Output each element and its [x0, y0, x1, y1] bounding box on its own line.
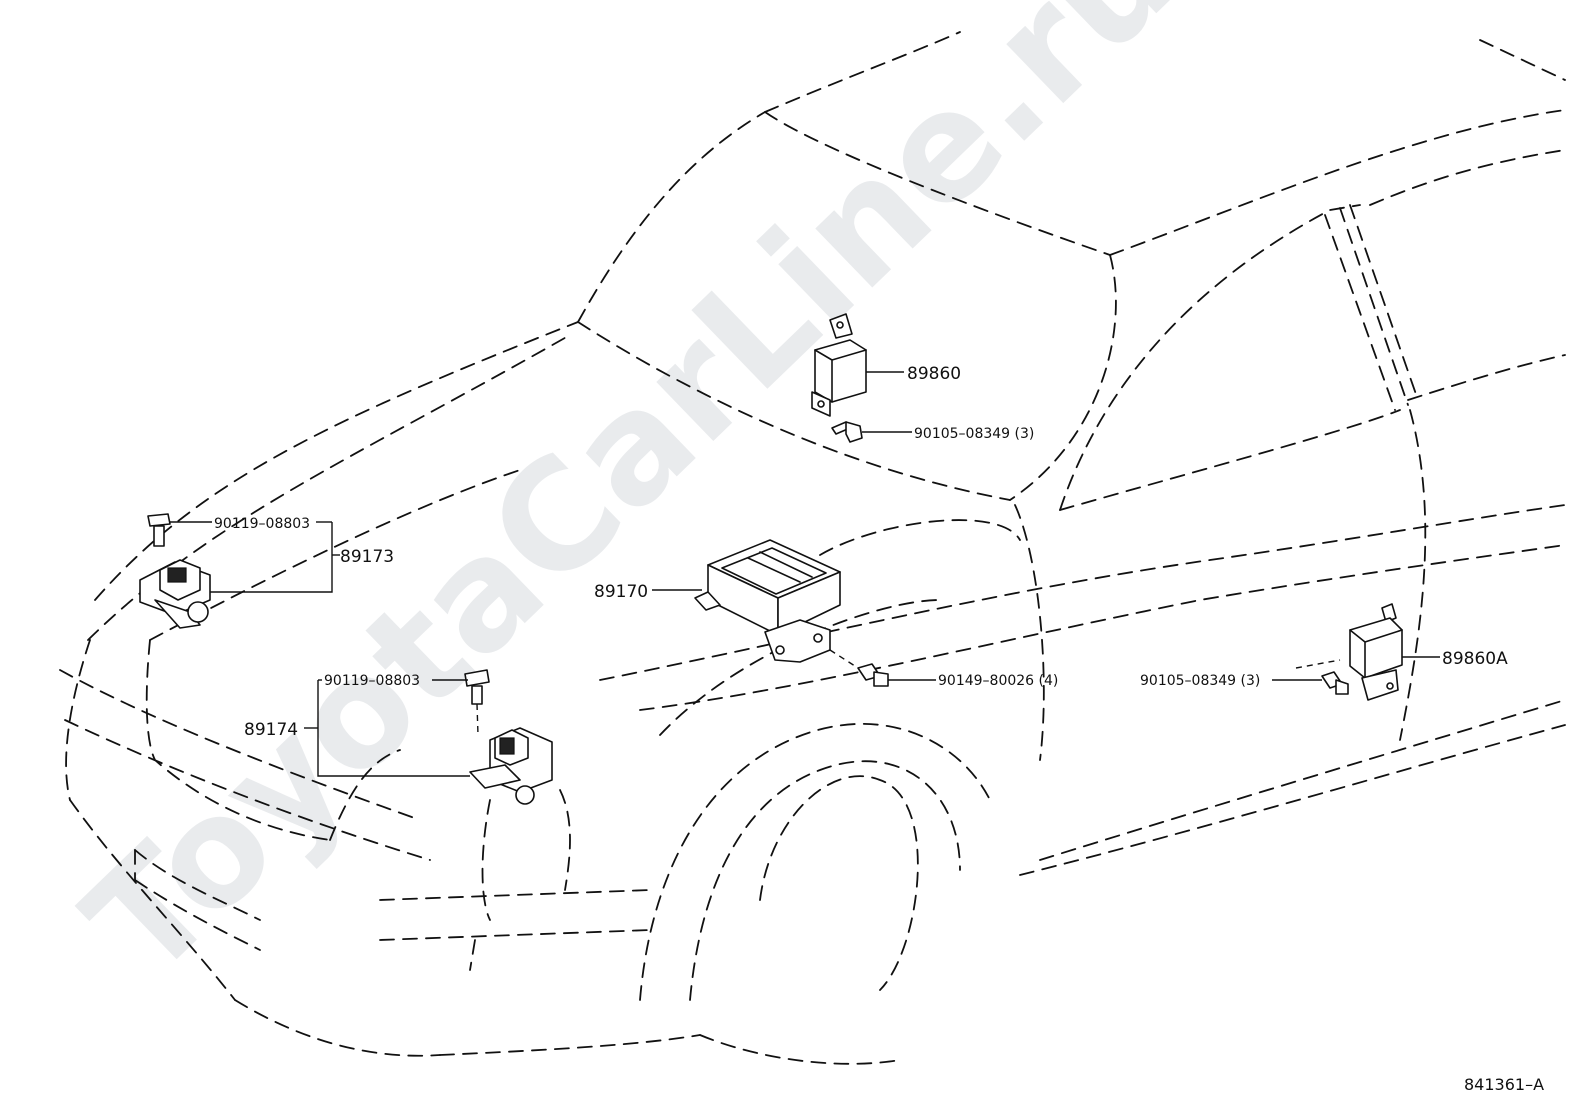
leader-lines	[170, 371, 1440, 777]
part-labels: 89860 90105–08349 (3) 90119–08803 89173 …	[214, 364, 1508, 740]
bolt-90105-upper[interactable]	[831, 421, 863, 443]
part-89860[interactable]	[811, 313, 867, 417]
label-89860A[interactable]: 89860A	[1442, 649, 1508, 669]
label-89173[interactable]: 89173	[340, 547, 394, 567]
part-89860A[interactable]	[1349, 603, 1403, 701]
part-89174[interactable]	[469, 727, 553, 805]
diagram-reference-number: 841361–A	[1464, 1075, 1544, 1094]
part-89173[interactable]	[139, 559, 211, 629]
bolt-90105-right[interactable]	[1321, 671, 1349, 695]
car-outline	[59, 31, 1566, 1065]
label-89174[interactable]: 89174	[244, 720, 298, 740]
watermark-text: ToyotaCarLine.ru	[54, 0, 1209, 1011]
label-90149[interactable]: 90149–80026 (4)	[938, 673, 1058, 689]
label-89170[interactable]: 89170	[594, 582, 648, 602]
part-89170[interactable]	[694, 539, 841, 663]
watermark: ToyotaCarLine.ru	[54, 0, 1209, 1011]
label-89860[interactable]: 89860	[907, 364, 961, 384]
label-90105-right[interactable]: 90105–08349 (3)	[1140, 673, 1260, 689]
bolt-90149[interactable]	[857, 663, 889, 687]
bolt-90119-center[interactable]	[464, 669, 490, 736]
label-90119-left[interactable]: 90119–08803	[214, 516, 310, 532]
bolt-90119-left[interactable]	[147, 513, 171, 547]
label-90105-upper[interactable]: 90105–08349 (3)	[914, 426, 1034, 442]
label-90119-center[interactable]: 90119–08803	[324, 673, 420, 689]
